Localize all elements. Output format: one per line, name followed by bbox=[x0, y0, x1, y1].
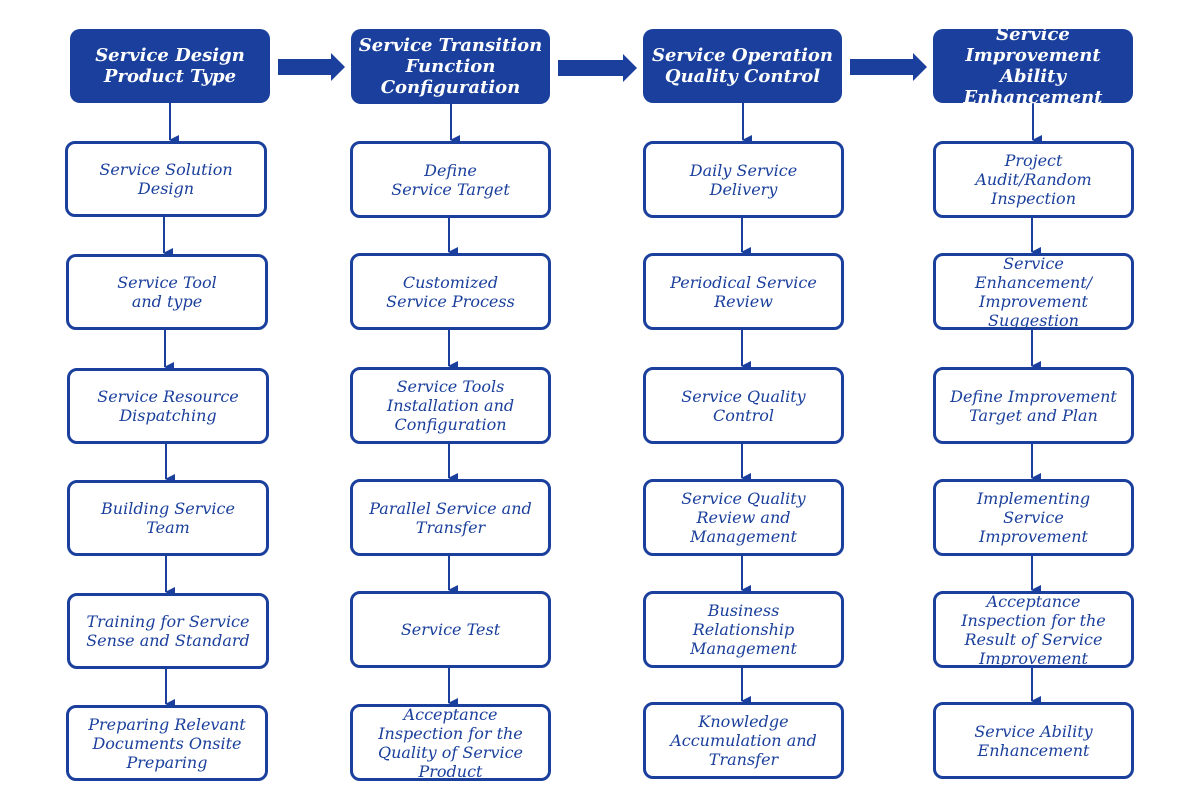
column-1-step-5: Training for Service Sense and Standard bbox=[67, 593, 269, 669]
column-1-step-2: Service Tool and type bbox=[66, 254, 268, 330]
column-2-step-6: Acceptance Inspection for the Quality of… bbox=[350, 704, 551, 781]
column-2-step-3: Service Tools Installation and Configura… bbox=[350, 367, 551, 444]
column-1-step-6: Preparing Relevant Documents Onsite Prep… bbox=[66, 705, 268, 781]
column-3-step-3: Service Quality Control bbox=[643, 367, 844, 444]
column-4-step-3: Define Improvement Target and Plan bbox=[933, 367, 1134, 444]
column-4-step-4: Implementing Service Improvement bbox=[933, 479, 1134, 556]
column-1-step-1: Service Solution Design bbox=[65, 141, 267, 217]
column-3-step-4: Service Quality Review and Management bbox=[643, 479, 844, 556]
column-4-step-5: Acceptance Inspection for the Result of … bbox=[933, 591, 1134, 668]
column-2-step-5: Service Test bbox=[350, 591, 551, 668]
column-1-header: Service Design Product Type bbox=[70, 29, 270, 103]
column-4-step-2: Service Enhancement/ Improvement Suggest… bbox=[933, 253, 1134, 330]
phase-arrow bbox=[278, 53, 345, 81]
column-2-step-1: Define Service Target bbox=[350, 141, 551, 218]
column-3-step-5: Business Relationship Management bbox=[643, 591, 844, 668]
column-4-step-6: Service Ability Enhancement bbox=[933, 702, 1134, 779]
column-3-header: Service Operation Quality Control bbox=[643, 29, 842, 103]
phase-arrow bbox=[558, 54, 637, 82]
column-2-header: Service Transition Function Configuratio… bbox=[351, 29, 550, 104]
column-3-step-1: Daily Service Delivery bbox=[643, 141, 844, 218]
column-2-step-4: Parallel Service and Transfer bbox=[350, 479, 551, 556]
phase-arrow bbox=[850, 53, 927, 81]
column-1-step-4: Building Service Team bbox=[67, 480, 269, 556]
column-1-step-3: Service Resource Dispatching bbox=[67, 368, 269, 444]
column-3-step-2: Periodical Service Review bbox=[643, 253, 844, 330]
column-3-step-6: Knowledge Accumulation and Transfer bbox=[643, 702, 844, 779]
column-2-step-2: Customized Service Process bbox=[350, 253, 551, 330]
column-4-header: Service Improvement Ability Enhancement bbox=[933, 24, 1133, 108]
column-4-step-1: Project Audit/Random Inspection bbox=[933, 141, 1134, 218]
